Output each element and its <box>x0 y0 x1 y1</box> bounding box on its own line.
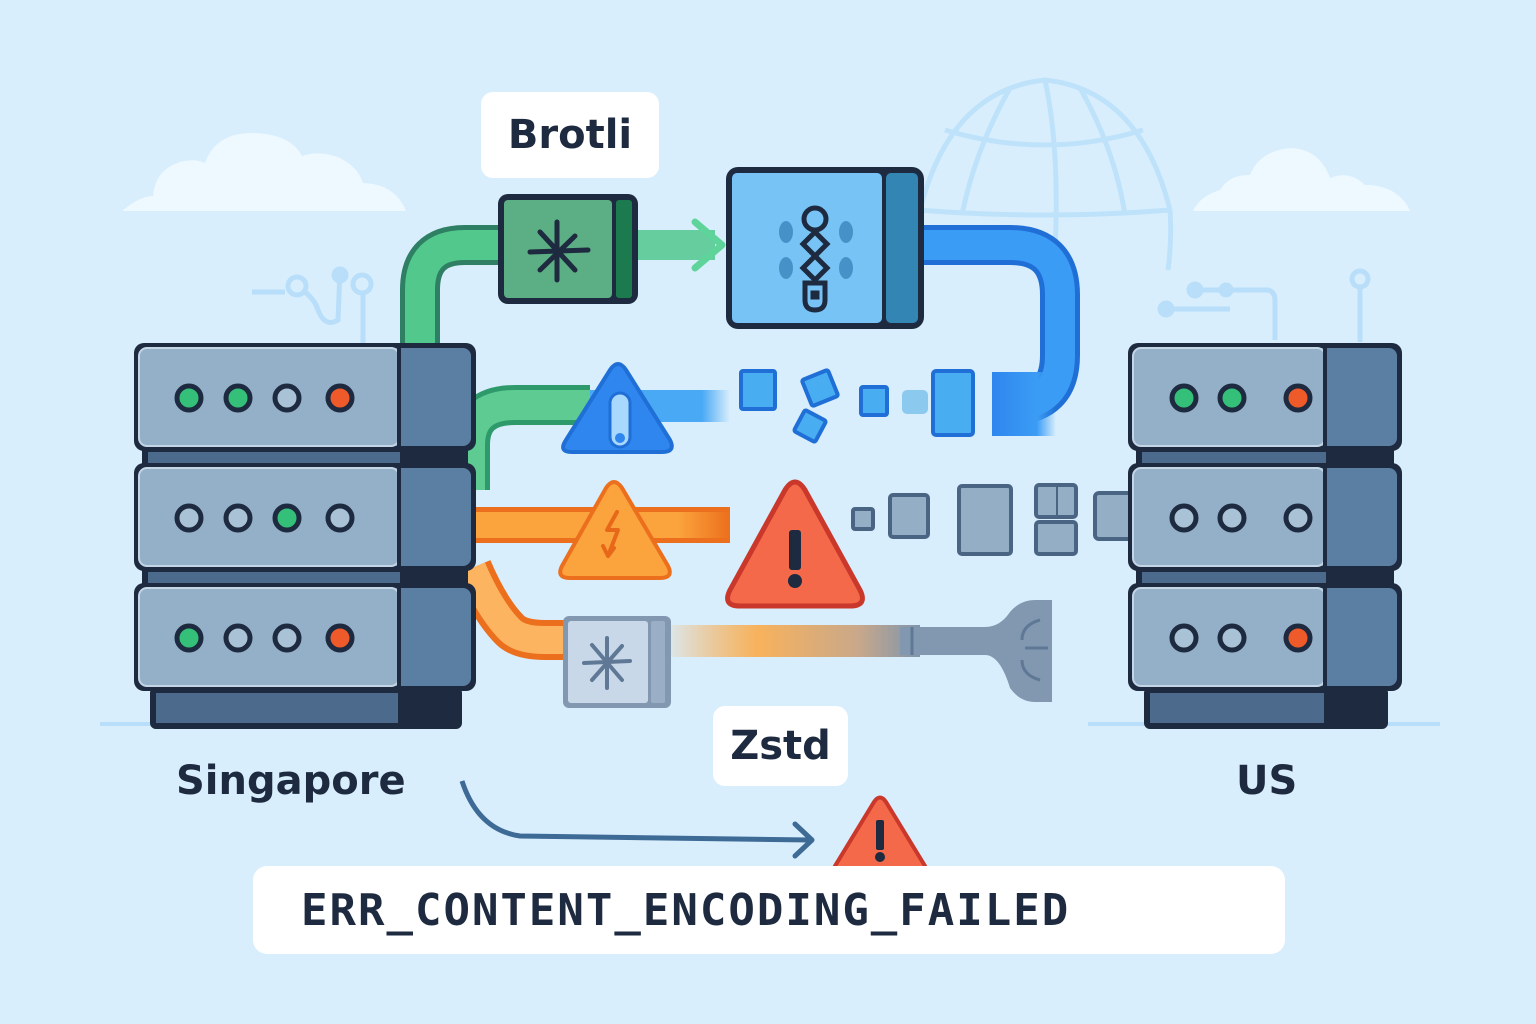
error-message-box: ERR_CONTENT_ENCODING_FAILED <box>253 866 1285 954</box>
status-led-green <box>223 383 253 413</box>
status-led-off <box>272 383 302 413</box>
us-label: US <box>1236 758 1298 804</box>
singapore-server <box>134 343 476 729</box>
singapore-label: Singapore <box>176 758 406 804</box>
globe-icon <box>917 77 1174 271</box>
status-led-off <box>325 503 355 533</box>
status-led-red <box>1283 383 1313 413</box>
status-led-off <box>223 623 253 653</box>
server-unit <box>134 583 476 691</box>
exclamation-warning-icon <box>831 795 929 878</box>
server-unit <box>1128 463 1402 589</box>
decompressed-path <box>920 225 1080 436</box>
server-unit <box>134 463 476 589</box>
status-led-red <box>325 623 355 653</box>
server-unit <box>1128 343 1402 469</box>
orange-error-path <box>475 479 1137 609</box>
status-led-off <box>1169 503 1199 533</box>
us-server <box>1128 343 1402 729</box>
brotli-compressor-box <box>498 194 638 304</box>
cloud-icon <box>122 133 406 211</box>
server-unit <box>1128 583 1402 691</box>
status-led-off <box>1169 623 1199 653</box>
asterisk-icon <box>527 219 591 283</box>
status-led-off <box>174 503 204 533</box>
asterisk-icon <box>582 636 632 690</box>
exclamation-warning-icon <box>725 479 865 609</box>
status-led-off <box>1217 623 1247 653</box>
zstd-path <box>453 559 1052 708</box>
status-led-off <box>1283 503 1313 533</box>
cloud-icon <box>1193 148 1410 211</box>
corrupted-fragments <box>851 483 1137 556</box>
lightning-warning-icon <box>558 480 672 580</box>
status-led-green <box>272 503 302 533</box>
arrow-head-icon <box>691 218 726 272</box>
zstd-compressor-box <box>563 616 671 708</box>
plug-connector-icon <box>985 600 1052 702</box>
status-led-off <box>1217 503 1247 533</box>
status-led-green <box>1169 383 1199 413</box>
data-fragments <box>739 368 975 444</box>
brotli-path <box>400 218 726 345</box>
status-led-red <box>1283 623 1313 653</box>
status-led-green <box>174 623 204 653</box>
zipper-decompressor-box <box>726 167 924 329</box>
status-led-off <box>223 503 253 533</box>
status-led-green <box>1217 383 1247 413</box>
status-led-red <box>325 383 355 413</box>
status-led-green <box>174 383 204 413</box>
server-unit <box>134 343 476 469</box>
flow-arrow <box>459 780 815 859</box>
zipper-icon <box>799 205 831 313</box>
background-decor <box>100 77 1440 726</box>
zstd-label: Zstd <box>713 706 848 786</box>
blue-warning-path <box>450 362 975 490</box>
circuit-decor <box>1157 268 1371 342</box>
brotli-label: Brotli <box>481 92 659 178</box>
status-led-off <box>272 623 302 653</box>
warning-zipper-icon <box>561 362 674 454</box>
circuit-decor <box>252 266 374 345</box>
error-code: ERR_CONTENT_ENCODING_FAILED <box>301 884 1071 936</box>
